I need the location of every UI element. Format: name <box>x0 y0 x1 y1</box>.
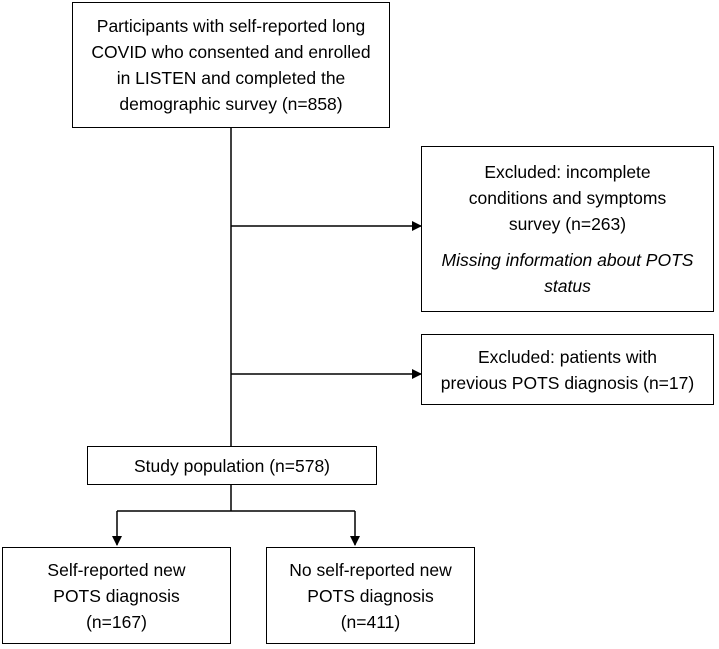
self-reported-new-pots-box: Self-reported new POTS diagnosis (n=167) <box>2 547 231 644</box>
box-text-line: Excluded: incomplete <box>484 162 651 182</box>
box-note-line: Missing information about POTS <box>441 250 694 270</box>
box-text-line: conditions and symptoms <box>468 188 667 208</box>
box-text-line: Participants with self-reported long <box>96 16 366 36</box>
study-population-node: Study population (n=578) <box>87 446 377 485</box>
box-text-line: Self-reported new <box>47 559 186 580</box>
no-self-reported-new-pots-box: No self-reported new POTS diagnosis (n=4… <box>266 547 475 644</box>
box-text-line: COVID who consented and enrolled <box>91 42 371 62</box>
enrolled-participants-box: Participants with self-reported long COV… <box>72 2 390 128</box>
box-text-line: POTS diagnosis <box>307 585 434 606</box>
box-text-line: No self-reported new <box>289 559 452 580</box>
box-text-line: Excluded: patients with <box>478 346 657 367</box>
box-note-line: status <box>544 276 591 296</box>
exclusion-incomplete-survey-box: Excluded: incomplete conditions and symp… <box>421 146 714 312</box>
box-text-line: in LISTEN and completed the <box>116 68 346 88</box>
exclusion-previous-diagnosis-box: Excluded: patients with previous POTS di… <box>421 334 714 405</box>
box-text-line: demographic survey (n=858) <box>119 94 343 114</box>
box-text-line: previous POTS diagnosis (n=17) <box>440 372 695 393</box>
box-text-line: (n=167) <box>86 611 147 632</box>
box-text-line: (n=411) <box>340 611 401 632</box>
box-text-line: survey (n=263) <box>508 214 627 234</box>
box-text-line: POTS diagnosis <box>53 585 180 606</box>
box-text-line: Study population (n=578) <box>133 455 331 476</box>
